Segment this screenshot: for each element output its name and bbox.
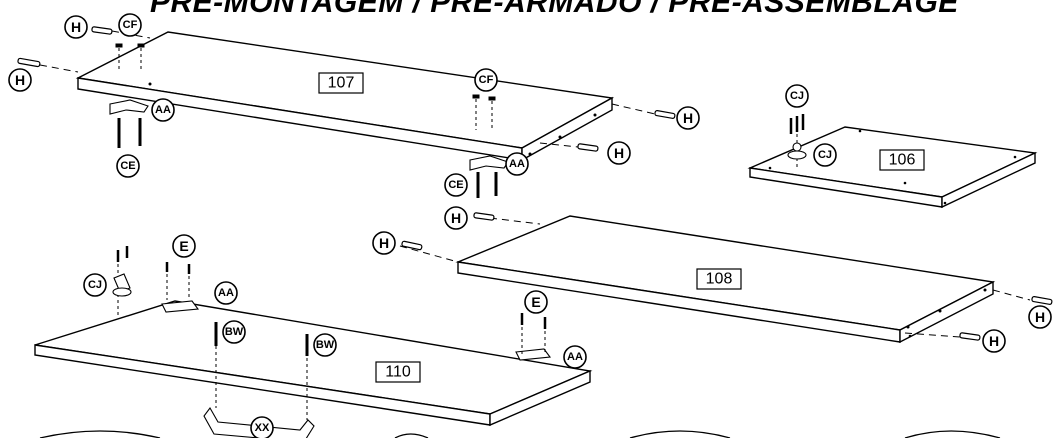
svg-text:110: 110: [385, 364, 411, 381]
next-step-arcs: [39, 430, 1001, 438]
svg-text:CF: CF: [123, 19, 138, 31]
callout-aa-110-right: AA: [563, 345, 587, 369]
callout-aa-110-left: AA: [214, 281, 238, 305]
svg-text:H: H: [451, 210, 461, 226]
panel-110: [34, 300, 593, 427]
cam-lock-110: [112, 273, 132, 297]
svg-text:106: 106: [889, 152, 916, 169]
svg-text:H: H: [71, 19, 81, 35]
svg-text:CJ: CJ: [790, 90, 804, 102]
dowel-pins: [17, 26, 1053, 341]
panel-107: [75, 31, 615, 162]
callout-h-108-left: H: [372, 231, 396, 255]
panel-label-108: 108: [696, 268, 742, 290]
callout-h-107-right-bottom: H: [607, 141, 631, 165]
svg-text:AA: AA: [155, 104, 171, 116]
callout-cf-107-right: CF: [474, 68, 498, 92]
svg-text:H: H: [15, 72, 25, 88]
svg-text:107: 107: [328, 75, 355, 92]
handle-xx: [203, 407, 315, 438]
svg-text:CE: CE: [448, 179, 463, 191]
callout-e-110-right: E: [524, 290, 548, 314]
callout-h-108-bottom: H: [982, 329, 1006, 353]
callout-h-107-left: H: [8, 68, 32, 92]
svg-text:BW: BW: [225, 326, 244, 338]
callout-xx-handle: XX: [250, 416, 274, 438]
panel-label-110: 110: [375, 361, 421, 383]
svg-text:H: H: [989, 333, 999, 349]
callout-aa-107-left: AA: [151, 98, 175, 122]
callout-h-108-right: H: [1028, 305, 1052, 329]
callout-h-107-top: H: [64, 15, 88, 39]
callout-bw-110-right: BW: [313, 333, 337, 357]
svg-text:108: 108: [706, 271, 733, 288]
svg-text:CJ: CJ: [88, 279, 102, 291]
svg-text:E: E: [531, 294, 540, 310]
callout-h-107-right-top: H: [676, 106, 700, 130]
panel-label-107: 107: [318, 72, 364, 94]
callout-ce-107-right: CE: [444, 173, 468, 197]
callout-aa-107-right: AA: [505, 152, 529, 176]
svg-text:AA: AA: [567, 351, 583, 363]
page-title: PRÉ-MONTAGEM / PRE-ARMADO / PRÉ-ASSEMBLA…: [150, 0, 959, 19]
dowel-guides: [39, 30, 1031, 338]
svg-text:CE: CE: [120, 160, 135, 172]
svg-text:CJ: CJ: [818, 149, 832, 161]
callout-cj-110: CJ: [83, 273, 107, 297]
callout-bw-110-left: BW: [222, 320, 246, 344]
svg-text:CF: CF: [479, 74, 494, 86]
cam-fittings-107: [115, 43, 496, 130]
callout-cj-106-top: CJ: [785, 84, 809, 108]
svg-text:XX: XX: [255, 422, 270, 434]
cam-lock-106: [787, 142, 807, 160]
callout-cj-106: CJ: [813, 143, 837, 167]
callout-ce-107-left: CE: [116, 154, 140, 178]
svg-text:H: H: [379, 235, 389, 251]
hinge-brackets: [109, 99, 552, 361]
callout-cf-107-left: CF: [118, 13, 142, 37]
long-screws: [116, 114, 805, 420]
svg-text:H: H: [614, 145, 624, 161]
panel-label-106: 106: [879, 149, 925, 171]
svg-text:BW: BW: [316, 339, 335, 351]
svg-text:H: H: [1035, 309, 1045, 325]
svg-text:AA: AA: [509, 158, 525, 170]
callout-e-110-left: E: [172, 234, 196, 258]
svg-text:E: E: [179, 238, 188, 254]
svg-text:H: H: [683, 110, 693, 126]
svg-text:AA: AA: [218, 287, 234, 299]
callout-h-108-top: H: [444, 206, 468, 230]
